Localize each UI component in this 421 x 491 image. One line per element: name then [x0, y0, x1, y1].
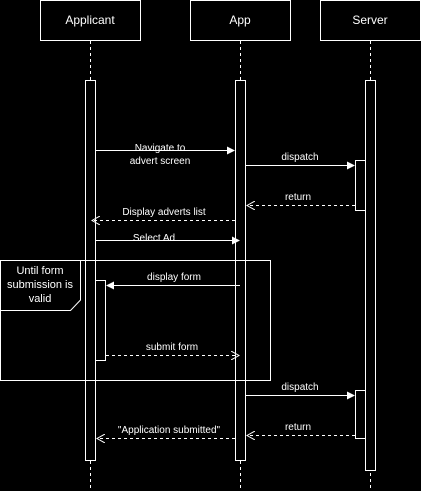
message-application-submitted-label: "Application submitted": [118, 425, 221, 436]
loop-guard-line-1: Until form: [16, 265, 63, 277]
message-return-1: return: [247, 192, 355, 206]
message-navigate-label-2: advert screen: [130, 156, 191, 167]
participant-applicant-label: Applicant: [65, 13, 115, 27]
activation-applicant: [85, 80, 96, 461]
participant-app: App: [190, 0, 291, 41]
activation-app: [235, 80, 246, 461]
activation-server: [365, 80, 376, 471]
participant-applicant: Applicant: [40, 0, 141, 41]
message-dispatch-2: dispatch: [246, 382, 355, 400]
message-display-adverts: Display adverts list: [92, 207, 235, 221]
activation-server-call-2: [355, 390, 366, 439]
message-submit-form: submit form: [106, 342, 239, 356]
loop-guard-line-2: submission is: [7, 279, 74, 291]
message-dispatch-1-label: dispatch: [281, 152, 318, 163]
participant-server: Server: [320, 0, 421, 41]
message-display-form: display form: [106, 272, 240, 290]
message-submit-form-label: submit form: [146, 342, 198, 353]
message-display-adverts-label: Display adverts list: [122, 207, 206, 218]
activation-applicant-form: [95, 280, 106, 361]
message-return-1-label: return: [285, 192, 311, 203]
message-return-2-label: return: [285, 422, 311, 433]
message-display-form-label: display form: [147, 272, 201, 283]
message-select-ad: Select Ad: [96, 233, 240, 245]
message-dispatch-2-label: dispatch: [281, 382, 318, 393]
loop-fragment-tab: [0, 260, 81, 311]
message-dispatch-1: dispatch: [246, 152, 355, 170]
loop-guard-line-3: valid: [29, 293, 52, 305]
message-return-2: return: [247, 422, 355, 436]
message-navigate: Navigate to advert screen: [96, 143, 235, 167]
loop-fragment: Until form submission is valid: [0, 260, 271, 381]
participant-app-label: App: [229, 13, 251, 27]
activation-server-call-1: [355, 160, 366, 211]
message-application-submitted: "Application submitted": [97, 425, 235, 439]
participant-server-label: Server: [352, 13, 387, 27]
message-navigate-label-1: Navigate to: [135, 143, 186, 154]
message-select-ad-label: Select Ad: [133, 233, 175, 244]
